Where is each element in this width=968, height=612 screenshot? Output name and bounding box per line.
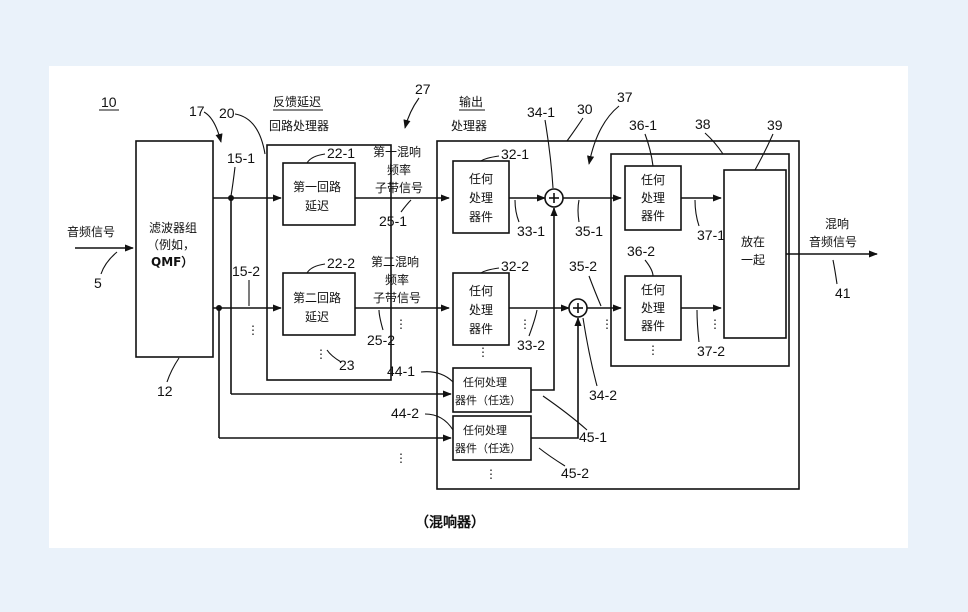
loop-delay-1-line2: 延迟 — [305, 199, 329, 213]
subband-2-line3: 子带信号 — [373, 291, 421, 305]
figure-paper: 10 音频信号 5 滤波器组 （例如， QMF） 12 17 20 反馈延迟 回… — [49, 66, 908, 548]
output-ref: 41 — [835, 285, 851, 301]
process-32-2-line1: 任何 — [469, 284, 493, 298]
process-32-2-ref: 32-2 — [501, 258, 529, 274]
svg-text:⋮: ⋮ — [647, 343, 659, 357]
ref-17: 17 — [189, 103, 205, 119]
input-ref: 5 — [94, 275, 102, 291]
combine-box — [723, 169, 787, 339]
loop-delay-1-line1: 第一回路 — [293, 179, 341, 194]
process-32-2-out-ref: 33-2 — [517, 337, 545, 353]
output-line1: 混响 — [825, 216, 849, 231]
reverberator-block-diagram: 10 音频信号 5 滤波器组 （例如， QMF） 12 17 20 反馈延迟 回… — [67, 81, 878, 531]
svg-text:⋮: ⋮ — [247, 323, 259, 337]
subband-2-ref: 25-2 — [367, 332, 395, 348]
subband-1-line1: 第一混响 — [373, 144, 421, 159]
svg-text:⋮: ⋮ — [315, 347, 327, 361]
subband-2-line2: 频率 — [385, 272, 409, 287]
process-36-1-out-ref: 37-1 — [697, 227, 725, 243]
adder-2-out-ref: 35-2 — [569, 258, 597, 274]
optional-process-44-2-box — [452, 415, 532, 461]
loop-delay-1-ref: 22-1 — [327, 145, 355, 161]
ref-30: 30 — [577, 101, 593, 117]
subband-1-line2: 频率 — [387, 162, 411, 177]
process-32-1-line3: 器件 — [469, 210, 493, 224]
feedback-title-1: 反馈延迟 — [273, 95, 321, 109]
loop-delay-2-line1: 第二回路 — [293, 290, 341, 305]
output-title-1: 输出 — [459, 94, 483, 109]
optional-process-44-2-in-ref: 44-2 — [391, 405, 419, 421]
svg-text:⋮: ⋮ — [395, 317, 407, 331]
ref-23: 23 — [339, 357, 355, 373]
svg-text:⋮: ⋮ — [395, 451, 407, 465]
optional-process-44-2-out-ref: 45-2 — [561, 465, 589, 481]
loop-delay-2-line2: 延迟 — [305, 310, 329, 324]
subband-2-line1: 第二混响 — [371, 254, 419, 269]
combine-line2: 一起 — [741, 253, 765, 267]
filter-bank-ref: 12 — [157, 383, 173, 399]
process-32-2-line2: 处理 — [469, 303, 493, 317]
combine-line1: 放在 — [741, 234, 765, 249]
optional-process-44-2-line2: 器件（任选） — [455, 442, 521, 455]
subband-1-line3: 子带信号 — [375, 181, 423, 195]
process-32-1-line2: 处理 — [469, 191, 493, 205]
adder-1-out-ref: 35-1 — [575, 223, 603, 239]
adder-2-ref: 34-2 — [589, 387, 617, 403]
ref-38: 38 — [695, 116, 711, 132]
output-title-2: 处理器 — [451, 119, 487, 133]
tap-2-ref: 15-2 — [232, 263, 260, 279]
svg-text:⋮: ⋮ — [601, 317, 613, 331]
optional-process-44-2-line1: 任何处理 — [463, 424, 507, 437]
ref-37: 37 — [617, 89, 633, 105]
output-line2: 音频信号 — [809, 234, 857, 249]
adder-1-ref: 34-1 — [527, 104, 555, 120]
filter-bank-line3: QMF） — [151, 254, 193, 269]
process-36-2-out-ref: 37-2 — [697, 343, 725, 359]
loop-delay-2-ref: 22-2 — [327, 255, 355, 271]
process-36-2-line3: 器件 — [641, 319, 665, 333]
svg-text:⋮: ⋮ — [477, 345, 489, 359]
process-32-1-line1: 任何 — [469, 172, 493, 186]
process-32-1-out-ref: 33-1 — [517, 223, 545, 239]
process-36-2-ref: 36-2 — [627, 243, 655, 259]
process-36-1-ref: 36-1 — [629, 117, 657, 133]
tap-1-ref: 15-1 — [227, 150, 255, 166]
ref-39: 39 — [767, 117, 783, 133]
svg-text:⋮: ⋮ — [485, 467, 497, 481]
process-36-1-line1: 任何 — [641, 173, 665, 187]
figure-number: 10 — [101, 94, 117, 110]
filter-bank-line1: 滤波器组 — [149, 221, 197, 235]
post-process-box — [610, 153, 790, 367]
optional-process-44-1-line1: 任何处理 — [463, 376, 507, 389]
output-processor-box — [436, 140, 800, 490]
figure-caption: （混响器） — [415, 514, 485, 531]
process-32-1-ref: 32-1 — [501, 146, 529, 162]
ref-27: 27 — [415, 81, 431, 97]
process-36-1-line2: 处理 — [641, 191, 665, 205]
process-32-2-line3: 器件 — [469, 322, 493, 336]
filter-bank-line2: （例如， — [147, 237, 195, 252]
process-36-2-line2: 处理 — [641, 301, 665, 315]
optional-process-44-1-in-ref: 44-1 — [387, 363, 415, 379]
ref-20: 20 — [219, 105, 235, 121]
process-36-1-line3: 器件 — [641, 209, 665, 223]
loop-delay-1-box — [282, 162, 356, 226]
loop-delay-2-box — [282, 272, 356, 336]
feedback-title-2: 回路处理器 — [269, 118, 329, 133]
svg-text:⋮: ⋮ — [709, 317, 721, 331]
input-signal-label: 音频信号 — [67, 224, 115, 239]
feedback-delay-box — [266, 144, 392, 381]
filter-bank-box — [135, 140, 214, 358]
optional-process-44-1-line2: 器件（任选） — [455, 394, 521, 407]
svg-text:⋮: ⋮ — [519, 317, 531, 331]
subband-1-ref: 25-1 — [379, 213, 407, 229]
optional-process-44-1-out-ref: 45-1 — [579, 429, 607, 445]
process-36-2-line1: 任何 — [641, 283, 665, 297]
